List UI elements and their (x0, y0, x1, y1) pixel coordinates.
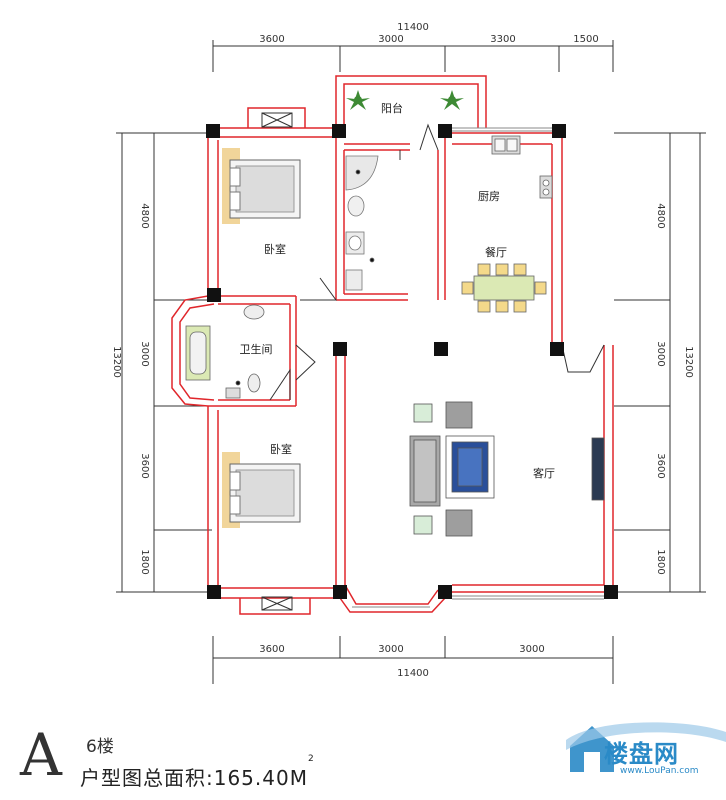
unit-type-letter: A (20, 721, 62, 789)
area-superscript: 2 (307, 754, 315, 764)
right-dimensions (614, 132, 706, 593)
left-total-dim: 13200 (111, 346, 122, 378)
area-label: 户型图总面积:165.40M 2 (80, 754, 315, 791)
kitchen-fixtures (491, 135, 553, 199)
dining-table (461, 263, 547, 313)
top-dim-3: 3300 (490, 34, 515, 45)
room-label-balcony: 阳台 (381, 101, 403, 115)
left-dim-4: 1800 (139, 549, 150, 574)
top-dim-4: 1500 (573, 34, 598, 45)
left-dimensions (116, 132, 212, 593)
right-total-dim: 13200 (683, 346, 694, 378)
room-label-living: 客厅 (533, 466, 555, 480)
area-text: 户型图总面积:165.40M (80, 766, 308, 790)
left-dim-1: 4800 (139, 203, 150, 228)
right-dim-4: 1800 (655, 549, 666, 574)
watermark-logo (566, 722, 726, 772)
bottom-dim-1: 3600 (259, 644, 284, 655)
left-dim-2: 3000 (139, 341, 150, 366)
bottom-dimensions (212, 636, 614, 684)
bottom-dim-2: 3000 (378, 644, 403, 655)
ensuite-fixtures (345, 155, 379, 291)
walls (171, 75, 614, 615)
room-label-bedroom-top: 卧室 (264, 242, 286, 256)
room-label-kitchen: 厨房 (478, 190, 500, 203)
right-dim-3: 3600 (655, 453, 666, 478)
plant-right (440, 90, 464, 110)
watermark-name: 楼盘网 (604, 740, 679, 768)
bottom-dim-3: 3000 (519, 644, 544, 655)
pillars (206, 124, 618, 599)
living-furniture (409, 401, 605, 537)
right-dim-1: 4800 (655, 203, 666, 228)
top-dim-2: 3000 (378, 34, 403, 45)
top-dimensions (212, 40, 614, 72)
floor-plan: 11400 3600 3000 3300 1500 3600 3000 3000… (111, 22, 706, 684)
left-dim-3: 3600 (139, 453, 150, 478)
top-total-dim: 11400 (397, 22, 429, 33)
windows (352, 127, 604, 608)
top-dim-1: 3600 (259, 34, 284, 45)
room-label-bedroom-bottom: 卧室 (270, 442, 292, 456)
room-label-dining: 餐厅 (485, 245, 507, 259)
watermark-url: www.LouPan.com (620, 766, 699, 776)
wardrobe-top (261, 112, 293, 128)
bed-bottom (222, 452, 301, 528)
plant-left (346, 90, 370, 110)
right-dim-2: 3000 (655, 341, 666, 366)
door-swings (269, 123, 605, 401)
wardrobe-bottom (261, 596, 293, 611)
bed-top (222, 148, 301, 224)
room-label-bathroom: 卫生间 (240, 342, 273, 356)
bathroom-fixtures (185, 304, 265, 399)
floor-label: 6楼 (86, 737, 114, 757)
bottom-total-dim: 11400 (397, 668, 429, 679)
